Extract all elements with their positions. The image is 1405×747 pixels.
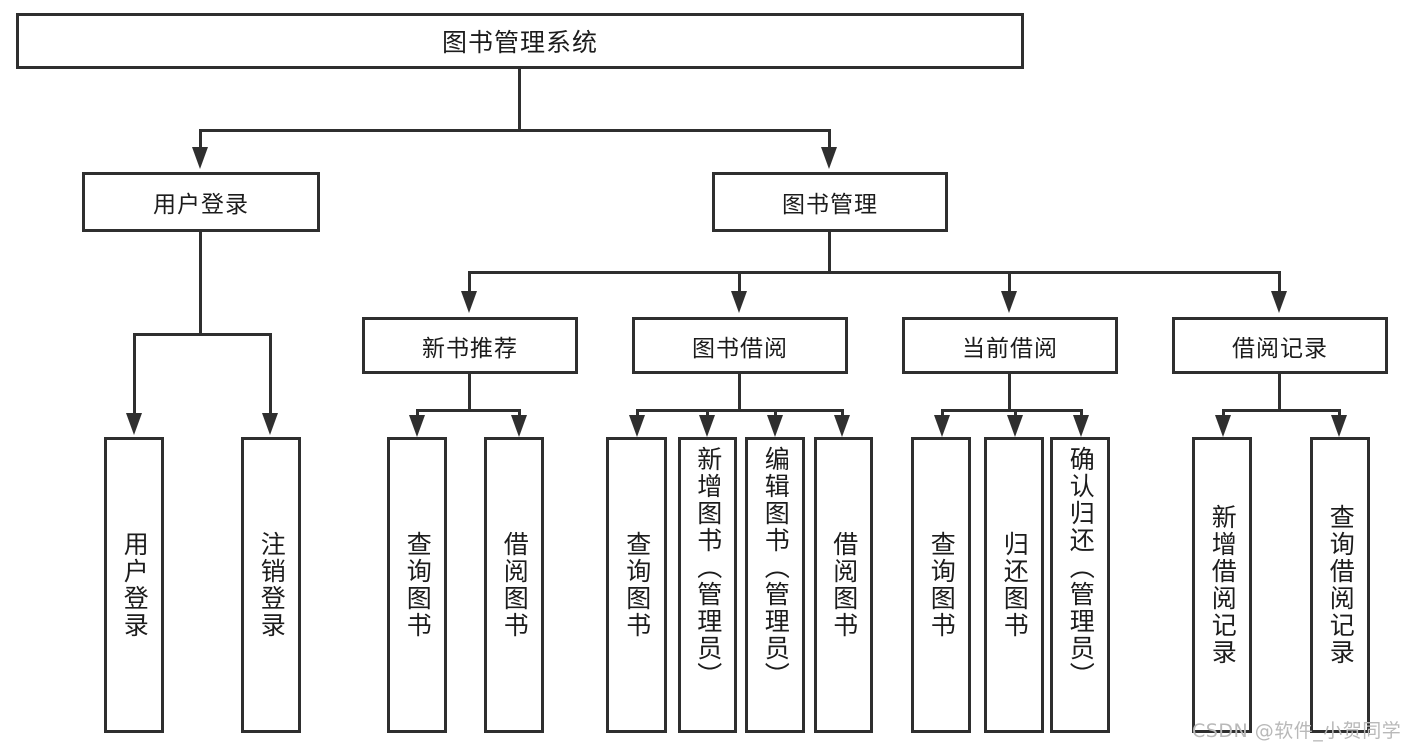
edge-cb-to-leaf-2: [1014, 409, 1017, 417]
arrow-to-borrow-book-borrow: [834, 415, 850, 437]
arrow-to-logout-leaf: [262, 413, 278, 435]
node-label: 用户登录: [153, 192, 249, 218]
arrow-to-query-book-borrow: [629, 415, 645, 437]
node-label: 当前借阅: [962, 335, 1058, 362]
edge-bm-to-current-borrow: [1008, 271, 1011, 291]
node-current-borrow: 当前借阅: [902, 317, 1118, 374]
node-label: 确认归还（管理员）: [1066, 446, 1096, 689]
edge-current-borrow-bar: [941, 409, 1080, 412]
edge-user-login-bar: [133, 333, 269, 336]
node-label: 图书管理: [782, 192, 878, 218]
arrow-root-to-book-management: [821, 147, 837, 169]
edge-bb-to-leaf-4: [841, 409, 844, 417]
edge-bm-to-new-book: [468, 271, 471, 291]
node-label: 查询图书: [622, 531, 652, 639]
node-add-borrow-record: 新增借阅记录: [1192, 437, 1252, 733]
edge-user-login-stem: [199, 232, 202, 336]
edge-root-to-user-login: [199, 129, 202, 147]
edge-borrow-record-stem: [1278, 374, 1281, 412]
node-confirm-return-admin: 确认归还（管理员）: [1050, 437, 1110, 733]
node-label: 借阅图书: [500, 531, 530, 639]
edge-book-borrow-stem: [738, 374, 741, 412]
node-label: 用户登录: [120, 531, 150, 639]
node-query-book-borrow: 查询图书: [606, 437, 667, 733]
arrow-to-edit-book-admin: [767, 415, 783, 437]
arrow-to-new-book-recommend: [461, 291, 477, 313]
arrow-to-confirm-return-admin: [1073, 415, 1089, 437]
node-label: 借阅图书: [829, 531, 859, 639]
edge-cb-to-leaf-1: [941, 409, 944, 417]
arrow-to-user-login-leaf: [126, 413, 142, 435]
arrow-to-add-book-admin: [699, 415, 715, 437]
edge-new-book-bar: [416, 409, 521, 412]
edge-bb-to-leaf-3: [774, 409, 777, 417]
edge-root-stem: [518, 69, 521, 131]
edge-new-book-to-leaf-1: [416, 409, 419, 417]
watermark: CSDN @软件_小贺同学: [1192, 716, 1401, 743]
node-label: 编辑图书（管理员）: [761, 446, 791, 689]
node-root-system: 图书管理系统: [16, 13, 1024, 69]
arrow-to-borrow-book-recommend: [511, 415, 527, 437]
node-query-book-current: 查询图书: [911, 437, 971, 733]
node-label: 查询图书: [403, 531, 433, 639]
edge-bb-to-leaf-1: [636, 409, 639, 417]
node-book-borrow: 图书借阅: [632, 317, 848, 374]
node-user-login: 用户登录: [82, 172, 320, 232]
node-return-book: 归还图书: [984, 437, 1044, 733]
edge-br-to-leaf-2: [1338, 409, 1341, 417]
node-label: 归还图书: [1000, 531, 1030, 639]
arrow-to-query-borrow-record: [1331, 415, 1347, 437]
node-query-borrow-record: 查询借阅记录: [1310, 437, 1370, 733]
node-label: 新书推荐: [422, 335, 518, 362]
edge-root-bar: [199, 129, 831, 132]
node-book-management: 图书管理: [712, 172, 948, 232]
edge-new-book-stem: [468, 374, 471, 412]
edge-bm-to-borrow-record: [1278, 271, 1281, 291]
edge-current-borrow-stem: [1008, 374, 1011, 412]
edge-root-to-book-management: [828, 129, 831, 147]
arrow-to-query-book-current: [934, 415, 950, 437]
node-label: 查询借阅记录: [1326, 504, 1356, 666]
node-query-book-recommend: 查询图书: [387, 437, 447, 733]
node-label: 注销登录: [257, 531, 287, 639]
edge-user-login-to-leaf-2: [269, 333, 272, 413]
arrow-to-borrow-record: [1271, 291, 1287, 313]
edge-book-management-bar: [468, 271, 1281, 274]
node-label: 新增图书（管理员）: [693, 446, 723, 689]
node-add-book-admin: 新增图书（管理员）: [678, 437, 737, 733]
edge-br-to-leaf-1: [1222, 409, 1225, 417]
edge-book-management-stem: [828, 232, 831, 274]
node-new-book-recommend: 新书推荐: [362, 317, 578, 374]
arrow-root-to-user-login: [192, 147, 208, 169]
node-label: 查询图书: [927, 531, 957, 639]
arrow-to-return-book: [1007, 415, 1023, 437]
arrow-to-add-borrow-record: [1215, 415, 1231, 437]
edge-bm-to-book-borrow: [738, 271, 741, 291]
edge-book-borrow-bar: [636, 409, 844, 412]
node-label: 借阅记录: [1232, 335, 1328, 362]
edge-borrow-record-bar: [1222, 409, 1341, 412]
node-edit-book-admin: 编辑图书（管理员）: [745, 437, 805, 733]
edge-new-book-to-leaf-2: [518, 409, 521, 417]
node-label: 图书管理系统: [441, 28, 598, 57]
arrow-to-current-borrow: [1001, 291, 1017, 313]
edge-bb-to-leaf-2: [706, 409, 709, 417]
node-label: 新增借阅记录: [1208, 504, 1238, 666]
edge-user-login-to-leaf-1: [133, 333, 136, 413]
node-user-login-leaf: 用户登录: [104, 437, 164, 733]
arrow-to-book-borrow: [731, 291, 747, 313]
node-borrow-book-borrow: 借阅图书: [814, 437, 873, 733]
node-borrow-book-recommend: 借阅图书: [484, 437, 544, 733]
node-logout-leaf: 注销登录: [241, 437, 301, 733]
node-borrow-record: 借阅记录: [1172, 317, 1388, 374]
watermark-text: CSDN @软件_小贺同学: [1192, 720, 1402, 742]
edge-cb-to-leaf-3: [1080, 409, 1083, 417]
arrow-to-query-book-recommend: [409, 415, 425, 437]
node-label: 图书借阅: [692, 335, 788, 362]
